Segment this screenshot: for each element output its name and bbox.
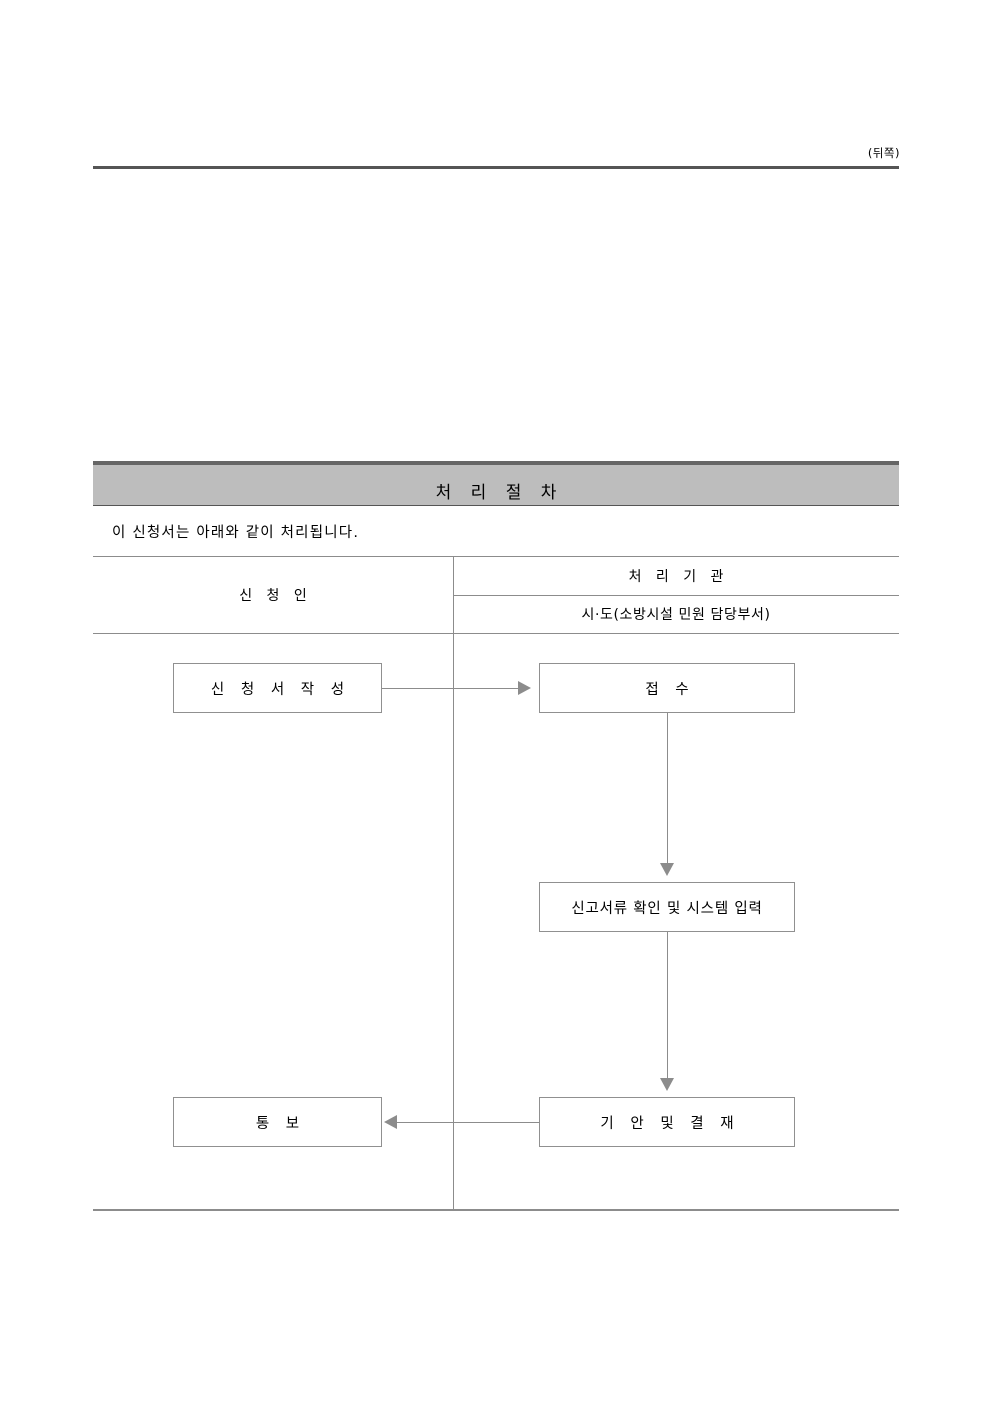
flow-node-draft-and-approval: 기 안 및 결 재 xyxy=(539,1097,795,1147)
flow-node-notification: 통 보 xyxy=(173,1097,382,1147)
flow-node-label: 통 보 xyxy=(255,1115,306,1132)
table-top-border xyxy=(93,556,899,557)
flow-node-label: 신 청 서 작 성 xyxy=(210,681,351,698)
table-column-divider xyxy=(453,556,454,1210)
flow-node-label: 접 수 xyxy=(645,681,695,698)
arrow-down-icon xyxy=(660,863,674,876)
intro-sentence: 이 신청서는 아래와 같이 처리됩니다. xyxy=(112,525,360,541)
table-bottom-border xyxy=(93,1209,899,1211)
flow-node-receipt: 접 수 xyxy=(539,663,795,713)
arrow-left-icon xyxy=(384,1115,397,1129)
flow-node-write-application: 신 청 서 작 성 xyxy=(173,663,382,713)
section-header-band: 처 리 절 차 xyxy=(93,461,899,506)
page-side-marker: (뒤쪽) xyxy=(867,146,900,160)
connector-write-to-receipt-line xyxy=(382,688,520,689)
flow-node-label: 기 안 및 결 재 xyxy=(600,1115,740,1132)
column-header-agency: 처 리 기 관 xyxy=(628,569,729,585)
section-title: 처 리 절 차 xyxy=(435,483,564,503)
connector-verify-to-draft-line xyxy=(667,932,668,1080)
column-header-agency-department: 시·도(소방시설 민원 담당부서) xyxy=(581,607,771,623)
flow-node-verify-and-input: 신고서류 확인 및 시스템 입력 xyxy=(539,882,795,932)
flow-node-label: 신고서류 확인 및 시스템 입력 xyxy=(571,900,763,917)
arrow-right-icon xyxy=(518,681,531,695)
agency-header-separator xyxy=(453,595,899,596)
arrow-down-icon xyxy=(660,1078,674,1091)
connector-draft-to-notification-line xyxy=(397,1122,539,1123)
column-header-applicant: 신 청 인 xyxy=(239,588,312,604)
connector-receipt-to-verify-line xyxy=(667,713,668,865)
top-horizontal-rule xyxy=(93,166,899,169)
table-header-bottom-border xyxy=(93,633,899,634)
